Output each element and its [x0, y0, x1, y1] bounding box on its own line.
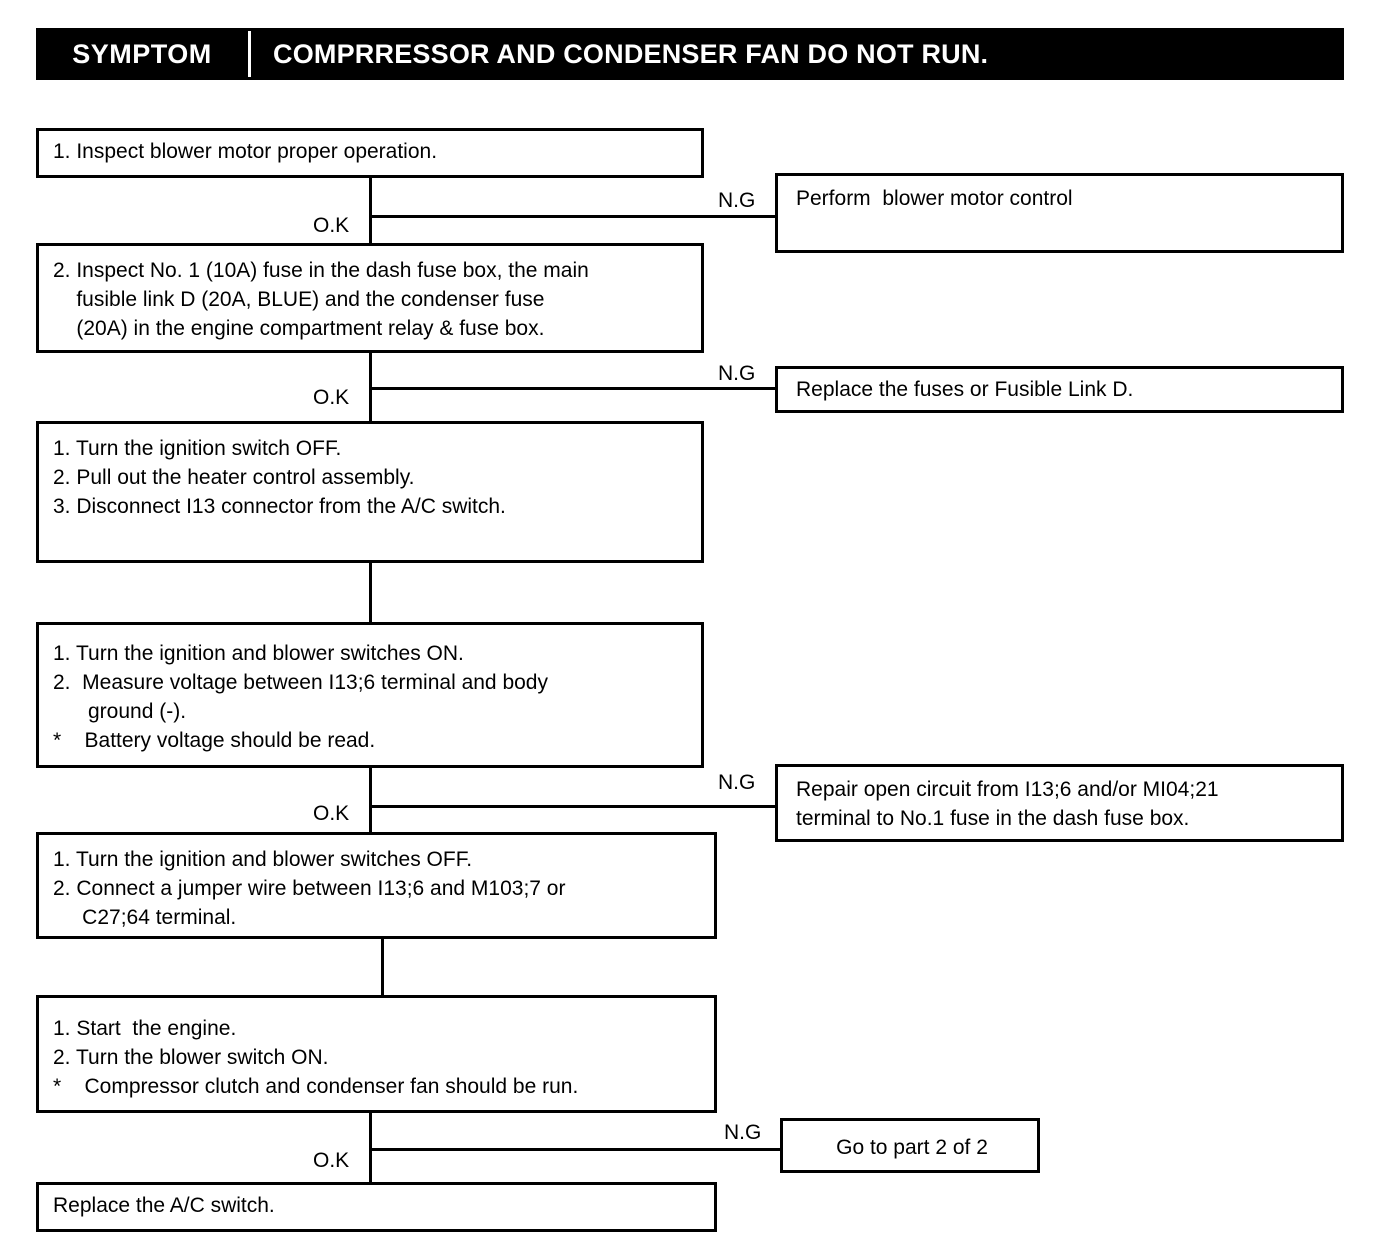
step-2-line-0: 2. Inspect No. 1 (10A) fuse in the dash … — [53, 259, 589, 282]
step-box-3[interactable]: 1. Turn the ignition switch OFF. 2. Pull… — [36, 421, 704, 563]
step-3-line-0: 1. Turn the ignition switch OFF. — [53, 437, 342, 460]
step-5-line-2: C27;64 terminal. — [53, 906, 237, 929]
step-box-4[interactable]: 1. Turn the ignition and blower switches… — [36, 622, 704, 768]
branch-label-ng-3: N.G — [718, 771, 756, 794]
connector-step5-step6 — [381, 938, 384, 996]
connector-ng-branch-4 — [369, 1148, 783, 1151]
connector-ng-branch-2 — [369, 387, 778, 390]
branch-label-ok-3: O.K — [313, 802, 350, 825]
outcome-4-line-0: Go to part 2 of 2 — [836, 1135, 988, 1159]
step-box-2[interactable]: 2. Inspect No. 1 (10A) fuse in the dash … — [36, 243, 704, 353]
step-4-line-0: 1. Turn the ignition and blower switches… — [53, 642, 464, 665]
step-4-line-3: * Battery voltage should be read. — [53, 729, 376, 752]
step-5-line-0: 1. Turn the ignition and blower switches… — [53, 848, 473, 871]
branch-label-ok-1: O.K — [313, 214, 350, 237]
step-6-line-1: 2. Turn the blower switch ON. — [53, 1046, 329, 1069]
outcome-box-3[interactable]: Repair open circuit from I13;6 and/or MI… — [775, 764, 1344, 842]
connector-ng-branch-1 — [369, 215, 778, 218]
step-3-line-3: 3. Disconnect I13 connector from the A/C… — [53, 495, 506, 518]
step-4-line-1: 2. Measure voltage between I13;6 termina… — [53, 671, 548, 694]
step-box-7[interactable]: Replace the A/C switch. — [36, 1182, 717, 1232]
step-7-line-0: Replace the A/C switch. — [53, 1194, 275, 1217]
branch-label-ng-4: N.G — [724, 1121, 762, 1144]
outcome-box-1[interactable]: Perform blower motor control — [775, 173, 1344, 253]
header-divider — [248, 31, 251, 77]
connector-step4-step5 — [369, 767, 372, 833]
connector-step1-step2 — [369, 176, 372, 243]
step-6-line-0: 1. Start the engine. — [53, 1017, 237, 1040]
outcome-2-line-0: Replace the fuses or Fusible Link D. — [796, 378, 1134, 401]
step-5-line-1: 2. Connect a jumper wire between I13;6 a… — [53, 877, 566, 900]
connector-step3-step4 — [369, 562, 372, 623]
step-6-line-2: * Compressor clutch and condenser fan sh… — [53, 1075, 579, 1098]
outcome-1-line-0: Perform blower motor control — [796, 187, 1073, 210]
outcome-3-line-0: Repair open circuit from I13;6 and/or MI… — [796, 778, 1219, 801]
step-box-6[interactable]: 1. Start the engine. 2. Turn the blower … — [36, 995, 717, 1113]
connector-ng-branch-3 — [369, 805, 778, 808]
branch-label-ok-4: O.K — [313, 1149, 350, 1172]
outcome-3-line-1: terminal to No.1 fuse in the dash fuse b… — [796, 807, 1190, 830]
step-1-line-0: 1. Inspect blower motor proper operation… — [53, 140, 438, 163]
step-2-line-2: (20A) in the engine compartment relay & … — [53, 317, 545, 340]
step-3-line-1: 2. Pull out the heater control assembly. — [53, 466, 415, 489]
branch-label-ng-2: N.G — [718, 362, 756, 385]
symptom-label: SYMPTOM — [72, 38, 212, 69]
symptom-header: SYMPTOM COMPRRESSOR AND CONDENSER FAN DO… — [36, 28, 1344, 80]
outcome-box-2[interactable]: Replace the fuses or Fusible Link D. — [775, 366, 1344, 413]
branch-label-ok-2: O.K — [313, 386, 350, 409]
outcome-box-4[interactable]: Go to part 2 of 2 — [780, 1118, 1040, 1173]
step-box-1[interactable]: 1. Inspect blower motor proper operation… — [36, 128, 704, 178]
branch-label-ng-1: N.G — [718, 189, 756, 212]
step-box-5[interactable]: 1. Turn the ignition and blower switches… — [36, 832, 717, 939]
step-4-line-2: ground (-). — [53, 700, 187, 723]
page-title: COMPRRESSOR AND CONDENSER FAN DO NOT RUN… — [273, 38, 989, 69]
step-2-line-1: fusible link D (20A, BLUE) and the conde… — [53, 288, 545, 311]
